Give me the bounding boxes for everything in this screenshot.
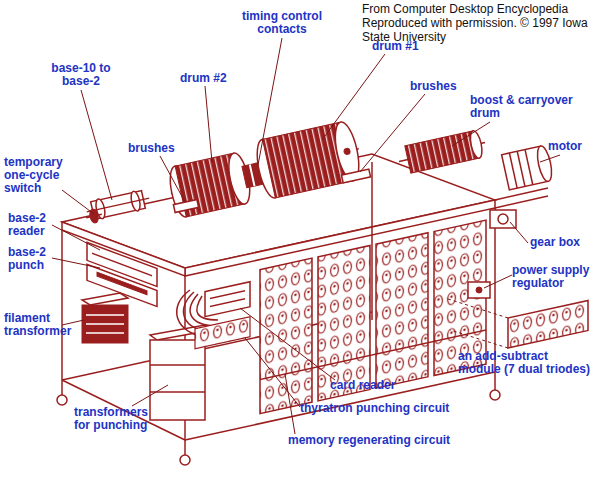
gear — [498, 214, 508, 224]
caster — [57, 395, 67, 405]
part-label: an add-subtract module (7 dual triodes) — [458, 350, 593, 376]
leader-line — [245, 338, 300, 407]
transformer-top — [82, 293, 128, 305]
transformer-body — [82, 305, 128, 343]
thyratron-tubes — [195, 317, 250, 349]
caster — [490, 390, 500, 400]
part-label: memory regenerating circuit — [288, 434, 488, 447]
leader-line — [452, 122, 490, 146]
module-board — [508, 300, 588, 348]
regulator-box — [468, 282, 490, 298]
drum-1 — [253, 120, 366, 201]
part-label: drum #1 — [372, 40, 432, 53]
leader-line — [484, 275, 512, 288]
leader-line — [322, 54, 385, 140]
part-label: timing control contacts — [232, 10, 332, 36]
bracket — [495, 196, 548, 208]
box-line — [150, 364, 205, 366]
add-subtract-module — [445, 298, 588, 348]
part-label: base-2 punch — [8, 246, 58, 272]
illustration-part — [173, 200, 198, 213]
part-label: base-10 to base-2 — [50, 62, 112, 88]
part-label: base-2 reader — [8, 212, 58, 238]
table-frame — [57, 154, 500, 465]
coil-line — [86, 314, 124, 316]
part-label: boost & carryover drum — [470, 94, 592, 120]
part-label: gear box — [530, 236, 592, 249]
leader-line — [52, 258, 100, 268]
illustration-part — [502, 145, 555, 190]
credit-note: From Computer Desktop Encyclopedia Repro… — [362, 2, 590, 44]
leader-line — [81, 90, 112, 200]
part-label: transformers for punching — [74, 406, 159, 432]
boost-drum — [396, 129, 488, 175]
card-reader — [205, 282, 250, 317]
regulator-knob — [476, 287, 482, 293]
leader-line — [540, 155, 560, 162]
leader-line — [62, 190, 94, 214]
dotted-line — [445, 298, 508, 318]
motor-rib — [509, 153, 517, 188]
box-line — [150, 391, 205, 393]
leg — [61, 230, 63, 395]
motor-rib — [517, 151, 525, 186]
leader-line — [205, 86, 212, 162]
leader-line — [160, 156, 185, 202]
shaft — [86, 214, 102, 217]
capacitor-panel — [318, 245, 370, 400]
coil-line — [86, 332, 124, 334]
power-regulator — [468, 282, 490, 298]
part-label: thyratron punching circuit — [300, 402, 480, 415]
leader-line — [285, 374, 295, 434]
brushes — [173, 169, 370, 212]
regenerating-rail — [260, 330, 486, 379]
motor-rib — [525, 150, 533, 185]
drum-2 — [165, 151, 254, 219]
punch-bar — [97, 272, 147, 295]
part-label: filament transformer — [4, 312, 84, 338]
capacitor-panel — [376, 233, 428, 388]
filament-transformer — [82, 293, 128, 343]
part-label: temporary one-cycle switch — [4, 156, 74, 195]
contact-band — [250, 165, 255, 186]
coil-line — [86, 323, 124, 325]
gear-box — [490, 210, 516, 228]
part-label: brushes — [128, 142, 188, 155]
illustration-part — [341, 169, 370, 183]
drum-body — [405, 131, 479, 173]
hub — [343, 148, 350, 155]
shaft — [87, 198, 150, 212]
caster — [180, 455, 190, 465]
motor-assembly — [490, 145, 554, 228]
one-cycle-switch — [85, 207, 104, 224]
capacitor-panel — [260, 258, 312, 413]
box-front — [150, 340, 205, 420]
leader-line — [132, 385, 168, 406]
part-label: motor — [548, 140, 593, 153]
bottom-rail — [185, 372, 495, 440]
part-label: drum #2 — [180, 72, 240, 85]
illustration-part — [508, 300, 588, 348]
leader-line — [258, 38, 282, 165]
dotted-line — [450, 330, 508, 348]
brush-block — [173, 200, 198, 213]
card-slot — [210, 291, 245, 299]
card-slot — [210, 299, 245, 307]
leader-line — [510, 222, 528, 243]
leader-line — [240, 308, 335, 380]
part-label: power supply regulator — [512, 264, 594, 290]
leader-line — [52, 225, 100, 250]
part-label: brushes — [410, 80, 470, 93]
rear-leg — [371, 162, 373, 320]
leader-line — [360, 94, 425, 172]
part-label: card reader — [330, 379, 420, 392]
front-panels — [195, 220, 486, 428]
brush-block — [341, 169, 370, 183]
